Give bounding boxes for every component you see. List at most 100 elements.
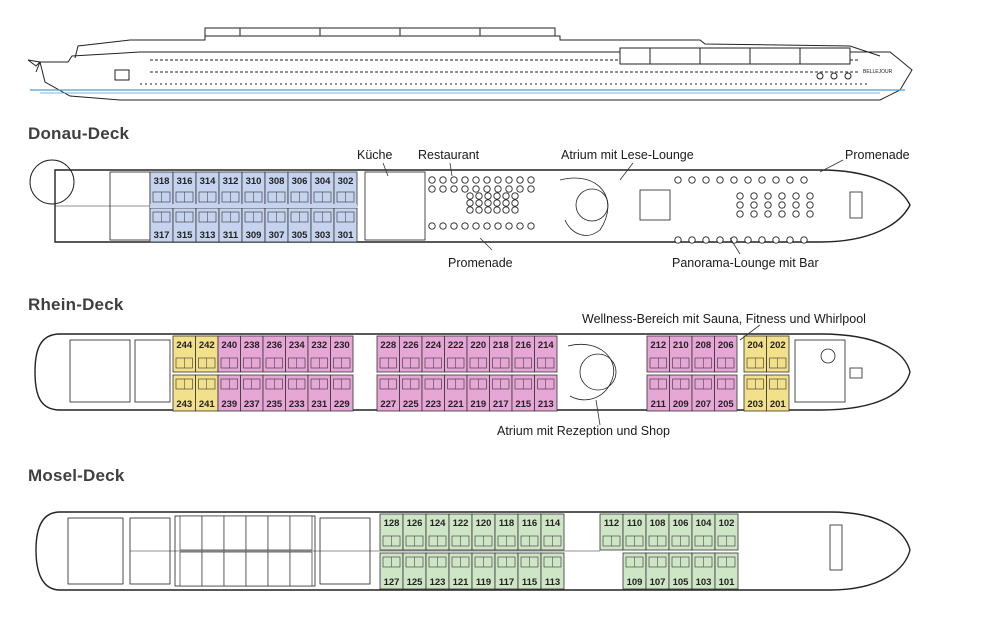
restaurant-table xyxy=(516,185,524,193)
lounge-seat xyxy=(750,192,758,200)
cabin-number: 313 xyxy=(200,230,216,241)
cabin-number: 303 xyxy=(315,230,331,241)
restaurant-seat xyxy=(466,206,474,214)
cabin-number: 235 xyxy=(266,399,283,410)
restaurant-table xyxy=(472,185,480,193)
cabin-number: 205 xyxy=(718,399,735,410)
cabin: 303 xyxy=(310,207,335,243)
lounge-seat xyxy=(778,192,786,200)
cabin-number: 243 xyxy=(176,399,192,410)
cabin: 311 xyxy=(218,207,243,243)
lounge-table xyxy=(758,176,766,184)
ship-name-plate: BELLEJOUR xyxy=(863,69,893,75)
lounge-seat xyxy=(764,192,772,200)
cabin: 127 xyxy=(379,552,404,590)
cabin-number: 304 xyxy=(315,176,332,187)
restaurant-table xyxy=(494,222,502,230)
cabin-number: 101 xyxy=(719,577,736,588)
cabin: 213 xyxy=(534,374,558,412)
cabin-number: 231 xyxy=(311,399,328,410)
restaurant-table xyxy=(461,176,469,184)
crew-cabin xyxy=(245,515,269,551)
crew-cabin xyxy=(289,515,313,551)
callout-leaders xyxy=(382,159,844,426)
cabin-number: 123 xyxy=(430,577,446,588)
corridor xyxy=(150,204,357,208)
cabin: 211 xyxy=(646,374,670,412)
restaurant-table xyxy=(450,222,458,230)
cabin-number: 102 xyxy=(719,518,735,529)
restaurant-table xyxy=(505,185,513,193)
cabin-number: 217 xyxy=(493,399,509,410)
cabin: 220 xyxy=(466,335,490,373)
lounge-table xyxy=(786,236,794,244)
restaurant-table xyxy=(527,222,535,230)
cabin: 309 xyxy=(241,207,266,243)
crew-cabin xyxy=(179,515,203,551)
cabin: 122 xyxy=(448,513,473,551)
cabin: 201 xyxy=(766,374,790,412)
restaurant-table xyxy=(428,176,436,184)
cabin-box xyxy=(766,374,790,412)
cabin: 242 xyxy=(195,335,219,373)
cabin: 240 xyxy=(217,335,241,373)
cabin: 222 xyxy=(444,335,468,373)
restaurant-seat xyxy=(493,206,501,214)
cabin: 125 xyxy=(402,552,427,590)
restaurant-table xyxy=(450,185,458,193)
cabin-number: 227 xyxy=(380,399,396,410)
cabin-number: 311 xyxy=(223,230,239,241)
restaurant-table xyxy=(472,176,480,184)
restaurant-table xyxy=(461,185,469,193)
cabin-number: 118 xyxy=(499,518,514,529)
lounge-seat xyxy=(792,201,800,209)
cabin: 117 xyxy=(494,552,519,590)
restaurant-seat xyxy=(484,199,492,207)
restaurant-table xyxy=(505,222,513,230)
cabin-number: 225 xyxy=(403,399,420,410)
cabin: 103 xyxy=(691,552,716,590)
cabin-number: 104 xyxy=(696,518,713,529)
restaurant-seat xyxy=(511,206,519,214)
cabin-number: 226 xyxy=(403,340,419,351)
cabin: 229 xyxy=(330,374,354,412)
restaurant-table xyxy=(450,176,458,184)
restaurant-seat xyxy=(511,192,519,200)
lounge-table xyxy=(702,236,710,244)
cabin: 227 xyxy=(376,374,400,412)
donau-deck-tables xyxy=(428,176,814,244)
cabin: 205 xyxy=(714,374,738,412)
cabin-number: 224 xyxy=(425,340,442,351)
cabin-number: 211 xyxy=(651,399,667,410)
cabin: 219 xyxy=(466,374,490,412)
crew-cabin xyxy=(179,551,203,587)
cabin: 313 xyxy=(195,207,220,243)
label-atrium-lese-lounge: Atrium mit Lese-Lounge xyxy=(561,148,694,162)
cabin: 109 xyxy=(622,552,647,590)
label-restaurant: Restaurant xyxy=(418,148,480,162)
cabin: 106 xyxy=(668,513,693,551)
cabin: 116 xyxy=(517,513,542,551)
cabin: 226 xyxy=(399,335,423,373)
cabin-number: 230 xyxy=(334,340,350,351)
cabin-number: 212 xyxy=(650,340,666,351)
cabin-number: 206 xyxy=(718,340,734,351)
cabin-number: 222 xyxy=(448,340,464,351)
cabin-number: 228 xyxy=(380,340,396,351)
cabin-number: 221 xyxy=(448,399,465,410)
lounge-seat xyxy=(806,201,814,209)
cabin-number: 209 xyxy=(673,399,689,410)
cabin: 208 xyxy=(691,335,715,373)
lounge-table xyxy=(688,176,696,184)
cabin-number: 122 xyxy=(453,518,469,529)
lounge-table xyxy=(716,176,724,184)
cabin-number: 213 xyxy=(538,399,554,410)
cabin: 123 xyxy=(425,552,450,590)
lounge-seat xyxy=(750,201,758,209)
lounge-table xyxy=(730,176,738,184)
cabin-number: 204 xyxy=(747,340,764,351)
cabin: 217 xyxy=(489,374,513,412)
cabin-box xyxy=(540,513,565,551)
lounge-seat xyxy=(778,201,786,209)
crew-cabin xyxy=(289,551,313,587)
